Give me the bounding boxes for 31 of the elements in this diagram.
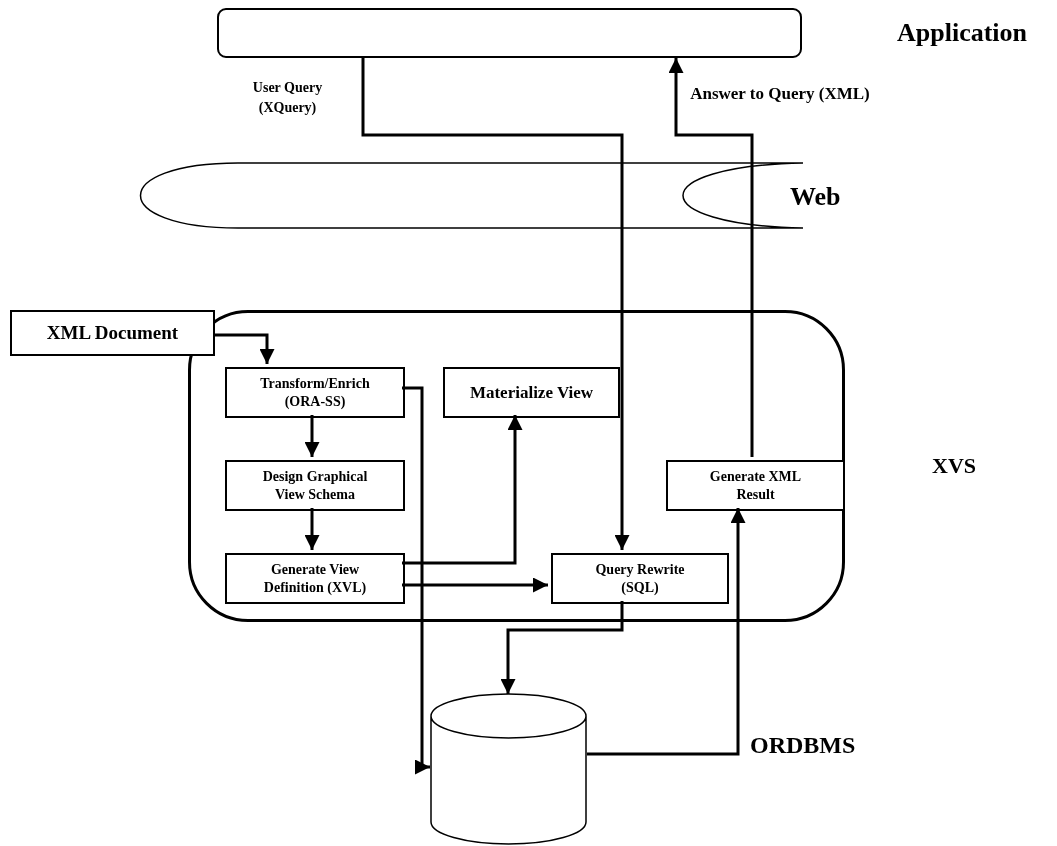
arrow (215, 333, 275, 364)
process-label: Generate XML Result (708, 468, 803, 503)
process-label: Materialize View (469, 381, 594, 404)
process-label: Transform/Enrich (ORA-SS) (259, 375, 371, 410)
arrow (402, 415, 523, 565)
arrow (402, 577, 548, 593)
arrow (500, 601, 624, 694)
layer-label: ORDBMS (750, 732, 856, 759)
arrow (402, 386, 430, 775)
process-label: XML Document (46, 321, 179, 345)
layer-label: XVS (932, 453, 976, 479)
rounded-box (217, 8, 802, 58)
rounded-container (188, 310, 845, 622)
layer-label: Web (790, 182, 841, 212)
database-cylinder (430, 694, 587, 844)
process-box (443, 367, 620, 418)
arrow (587, 508, 746, 756)
process-box (10, 310, 215, 356)
process-label: Query Rewrite (SQL) (594, 561, 686, 596)
arrow (668, 58, 754, 457)
process-box (225, 460, 405, 511)
arrow (361, 58, 630, 550)
process-label: Generate View Definition (XVL) (262, 561, 368, 596)
layer-label: Application (897, 18, 1028, 48)
process-label: Design Graphical View Schema (261, 468, 369, 503)
arrow (304, 415, 320, 457)
process-box (551, 553, 729, 604)
process-box (225, 367, 405, 418)
process-box (225, 553, 405, 604)
arrow (304, 508, 320, 550)
process-box (666, 460, 845, 511)
